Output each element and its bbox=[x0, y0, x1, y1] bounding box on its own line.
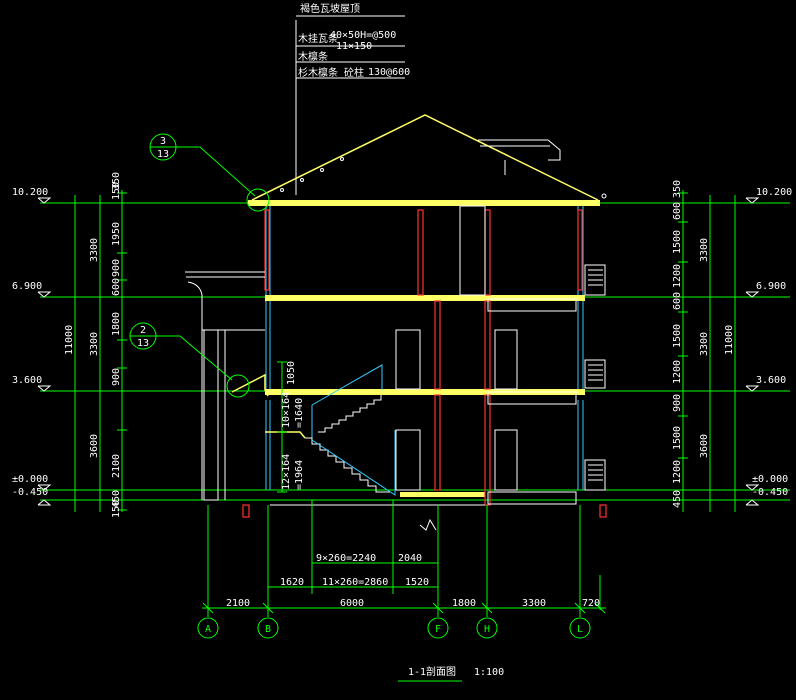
stair-horizontal-dims: 9×260=2240 2040 1620 11×260=2860 1520 bbox=[267, 500, 439, 594]
roof-note-line-5: 杉木檩条 砼柱 bbox=[298, 66, 364, 79]
left-dimension-chains: 11000 3300 3300 3600 150 350 1950 900 60… bbox=[64, 172, 127, 518]
left-inner-dim-4: 900 bbox=[111, 259, 122, 277]
axis-grid: 2100 6000 1800 3300 720 bbox=[202, 505, 606, 617]
drawing-title: 1-1剖面图 1:100 bbox=[398, 665, 504, 682]
stair-lower-total: =1964 bbox=[294, 460, 305, 490]
right-elevation-markers: 10.200 6.900 3.600 ±0.000 -0.450 bbox=[745, 187, 792, 506]
detail-callout-2: 2 13 bbox=[129, 322, 250, 398]
left-mid-dim-3: 3600 bbox=[89, 434, 100, 458]
left-mid-dim-1: 3300 bbox=[89, 238, 100, 262]
left-inner-dim-9: 450 bbox=[111, 490, 122, 508]
callout-2-bottom: 13 bbox=[137, 338, 149, 349]
right-inner-dim-3: 1500 bbox=[672, 230, 683, 254]
elev-left-minus-0450: -0.450 bbox=[12, 487, 48, 498]
right-inner-dim-1: 350 bbox=[672, 180, 683, 198]
stair-run-lower-rest: 1520 bbox=[405, 577, 429, 588]
right-dimension-chains: 350 600 1500 1200 600 1500 1200 900 1500… bbox=[672, 180, 740, 512]
stair-upper-height: 1050 bbox=[286, 361, 297, 385]
left-inner-dim-1: 150 bbox=[111, 182, 122, 200]
stair-run-upper: 9×260=2240 bbox=[316, 553, 376, 564]
axis-label-f: F bbox=[435, 624, 441, 635]
stair-run-lower-start: 1620 bbox=[280, 577, 304, 588]
right-mid-dim-2: 3300 bbox=[699, 332, 710, 356]
axis-bubble-h: H bbox=[476, 617, 498, 639]
detail-callout-1: 3 13 bbox=[149, 133, 270, 212]
roof-note-line-2: 40×50H=@500 bbox=[330, 30, 396, 41]
elev-right-0000: ±0.000 bbox=[752, 474, 788, 485]
roof-note-line-4: 木檩条 bbox=[298, 50, 328, 63]
axis-bubble-b: B bbox=[257, 617, 279, 639]
right-total-dim: 11000 bbox=[724, 325, 735, 355]
right-inner-dim-6: 1500 bbox=[672, 324, 683, 348]
stair-run-lower: 11×260=2860 bbox=[322, 577, 388, 588]
elev-left-0000: ±0.000 bbox=[12, 474, 48, 485]
axis-bubbles: A B F H L bbox=[197, 617, 591, 639]
stair-lower-flight: 12×164 bbox=[281, 454, 292, 490]
left-inner-dim-7: 900 bbox=[111, 368, 122, 386]
elev-right-10200: 10.200 bbox=[756, 187, 792, 198]
axis-label-b: B bbox=[265, 624, 271, 635]
porch bbox=[185, 271, 265, 501]
elev-right-minus-0450: -0.450 bbox=[752, 487, 788, 498]
right-inner-dim-4: 1200 bbox=[672, 264, 683, 288]
left-elevation-markers: 10.200 6.900 3.600 ±0.000 -0.450 bbox=[12, 187, 52, 506]
stair-vertical-dims: 1050 10×164 =1640 12×164 =1964 bbox=[277, 361, 305, 493]
elev-left-6900: 6.900 bbox=[12, 281, 42, 292]
stair-upper-total: =1640 bbox=[294, 398, 305, 428]
roof-note-title: 褐色瓦坡屋顶 bbox=[300, 2, 360, 15]
bottom-dim-4: 3300 bbox=[522, 598, 546, 609]
bottom-dim-5: 720 bbox=[582, 598, 600, 609]
right-inner-dim-8: 900 bbox=[672, 394, 683, 412]
axis-bubble-l: L bbox=[569, 617, 591, 639]
left-inner-dim-3: 1950 bbox=[111, 222, 122, 246]
roof bbox=[251, 114, 607, 201]
bottom-dim-2: 6000 bbox=[340, 598, 364, 609]
roof-note-line-6: 130@600 bbox=[368, 67, 410, 78]
axis-label-l: L bbox=[577, 624, 583, 635]
stair bbox=[265, 364, 485, 531]
axis-label-a: A bbox=[205, 624, 211, 635]
callout-2-top: 2 bbox=[140, 325, 146, 336]
drawing-scale-text: 1:100 bbox=[474, 667, 504, 678]
elev-right-6900: 6.900 bbox=[756, 281, 786, 292]
right-inner-dim-5: 600 bbox=[672, 292, 683, 310]
axis-label-h: H bbox=[484, 624, 490, 635]
callout-1-top: 3 bbox=[160, 136, 166, 147]
stair-upper-flight: 10×164 bbox=[281, 392, 292, 428]
drawing-title-text: 1-1剖面图 bbox=[408, 665, 456, 678]
right-inner-dim-10: 1200 bbox=[672, 460, 683, 484]
roof-note: 褐色瓦坡屋顶 木挂瓦条 40×50H=@500 11×150 木檩条 杉木檩条 … bbox=[295, 2, 410, 195]
right-inner-dim-9: 1500 bbox=[672, 426, 683, 450]
roof-note-line-3: 11×150 bbox=[336, 41, 372, 52]
floor-slabs bbox=[231, 200, 600, 497]
bottom-dim-3: 1800 bbox=[452, 598, 476, 609]
walls bbox=[242, 205, 607, 518]
right-inner-dim-11: 450 bbox=[672, 490, 683, 508]
right-mid-dim-3: 3600 bbox=[699, 434, 710, 458]
roof-note-line-1: 木挂瓦条 bbox=[298, 32, 338, 45]
left-inner-dim-2: 350 bbox=[111, 172, 122, 190]
elev-left-10200: 10.200 bbox=[12, 187, 48, 198]
left-inner-dim-5: 600 bbox=[111, 278, 122, 296]
left-total-dim: 11000 bbox=[64, 325, 75, 355]
right-inner-dim-2: 600 bbox=[672, 202, 683, 220]
axis-bubble-a: A bbox=[197, 617, 219, 639]
left-mid-dim-2: 3300 bbox=[89, 332, 100, 356]
right-inner-dim-7: 1200 bbox=[672, 360, 683, 384]
left-inner-dim-8: 2100 bbox=[111, 454, 122, 478]
right-railings bbox=[487, 264, 606, 505]
left-inner-dim-6: 1800 bbox=[111, 312, 122, 336]
elev-right-3600: 3.600 bbox=[756, 375, 786, 386]
right-mid-dim-1: 3300 bbox=[699, 238, 710, 262]
left-inner-dim-10: 150 bbox=[111, 500, 122, 518]
axis-bubble-f: F bbox=[427, 617, 449, 639]
stair-run-upper-rest: 2040 bbox=[398, 553, 422, 564]
elev-left-3600: 3.600 bbox=[12, 375, 42, 386]
bottom-dim-1: 2100 bbox=[226, 598, 250, 609]
callout-1-bottom: 13 bbox=[157, 149, 169, 160]
